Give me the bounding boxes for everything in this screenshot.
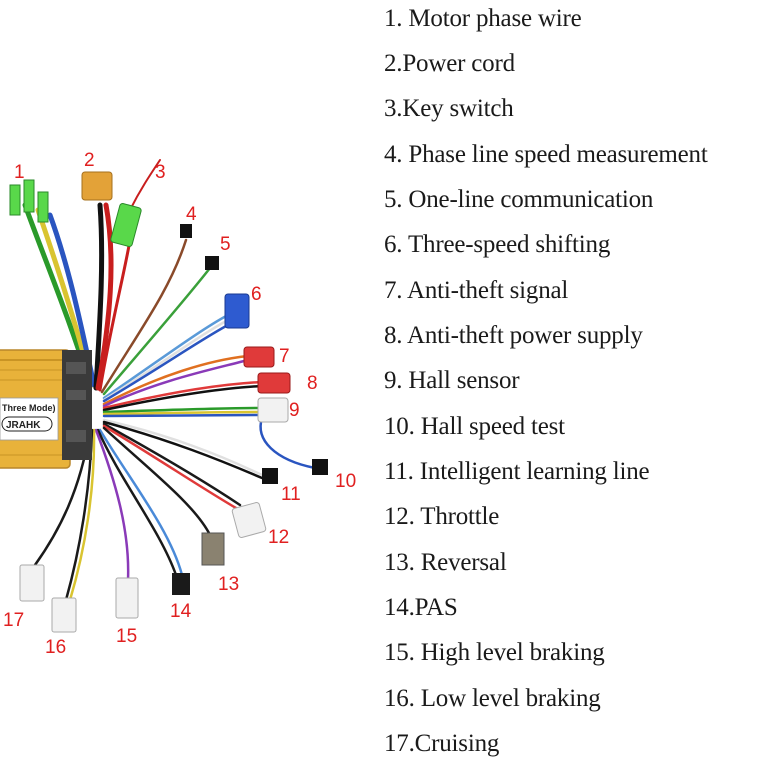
legend-item: 2.Power cord [384,50,515,77]
wire-legend-list: 1. Motor phase wire 2.Power cord 3.Key s… [384,0,768,768]
connector-motor-phase [9,179,49,223]
legend-item: 13. Reversal [384,549,507,576]
legend-item: 8. Anti-theft power supply [384,322,643,349]
connector-anti-theft-power [257,372,291,394]
callout-13: 13 [218,574,239,595]
connector-cruising [19,564,45,602]
callout-numbers: 1 2 3 4 5 6 7 8 9 10 11 12 13 14 15 16 1… [3,150,356,658]
connector-pas [172,573,190,595]
connector-one-line [205,256,219,270]
callout-7: 7 [279,346,290,367]
callout-11: 11 [281,484,301,505]
legend-item: 12. Throttle [384,503,500,530]
callout-5: 5 [220,234,231,255]
legend-item: 6. Three-speed shifting [384,231,611,258]
wire-harness [22,159,317,602]
connector-reversal [201,532,225,566]
legend-item: 10. Hall speed test [384,413,565,440]
legend-item: 11. Intelligent learning line [384,458,650,485]
callout-10: 10 [335,471,356,492]
callout-6: 6 [251,284,262,305]
callout-3: 3 [155,162,166,183]
connector-anti-theft-signal [243,346,275,368]
legend-item: 7. Anti-theft signal [384,277,569,304]
controller-box: Three Mode) JRAHK [0,349,92,469]
legend-item: 9. Hall sensor [384,367,520,394]
callout-8: 8 [307,373,318,394]
callout-9: 9 [289,400,300,421]
legend-item: 4. Phase line speed measurement [384,141,708,168]
callout-4: 4 [186,204,197,225]
legend-item: 3.Key switch [384,95,514,122]
connector-hall-speed-test [312,459,328,475]
controller-mode-text: Three Mode) [2,403,56,413]
connector-learning-line [262,468,278,484]
callout-17: 17 [3,610,24,631]
callout-14: 14 [170,601,192,622]
legend-item: 17.Cruising [384,730,500,757]
callout-16: 16 [45,637,66,658]
connector-hall-sensor [257,397,289,423]
connector-power [81,171,113,201]
legend-item: 15. High level braking [384,639,605,666]
legend-item: 14.PAS [384,594,458,621]
legend-item: 5. One-line communication [384,186,654,213]
callout-12: 12 [268,527,289,548]
connector-key-switch [110,203,142,247]
controller-wiring-diagram: Three Mode) JRAHK [0,150,356,658]
connector-phase-speed [180,224,192,238]
callout-1: 1 [14,162,25,183]
callout-2: 2 [84,150,95,171]
connector-low-braking [51,597,77,633]
connector-high-braking [115,577,139,619]
controller-brand-text: JRAHK [6,420,41,431]
legend-item: 1. Motor phase wire [384,5,582,32]
legend-item: 16. Low level braking [384,685,601,712]
connector-three-speed [224,293,250,329]
connector-throttle [231,502,267,538]
callout-15: 15 [116,626,137,647]
